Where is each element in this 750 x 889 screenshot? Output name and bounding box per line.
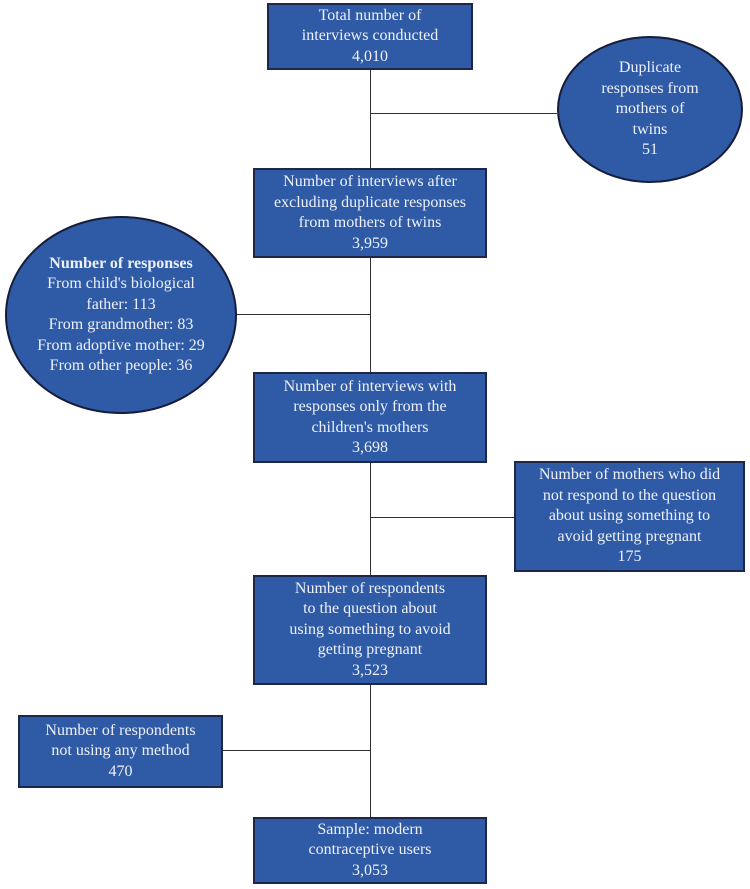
text-line: From adoptive mother: 29 bbox=[37, 336, 205, 354]
node-final-sample: Sample: modern contraceptive users 3,053 bbox=[253, 817, 487, 884]
text-line: father: 113 bbox=[86, 295, 156, 313]
text-line: to the question about bbox=[303, 600, 437, 618]
connector-afterdup-to-mothers bbox=[370, 258, 371, 372]
text-line: Number of interviews after bbox=[283, 173, 457, 190]
text-line: 175 bbox=[617, 548, 642, 566]
text-line: Sample: modern bbox=[317, 820, 423, 838]
node-mothers-only: Number of interviews with responses only… bbox=[253, 372, 487, 463]
text-line: about using something to bbox=[548, 507, 711, 525]
node-duplicate-responses: Duplicate responses from mothers of twin… bbox=[557, 36, 743, 183]
text-line: Total number of bbox=[318, 6, 422, 24]
text-line: twins bbox=[632, 120, 668, 138]
connector-mothers-to-respondents bbox=[370, 463, 371, 575]
connector-respondents-to-sample bbox=[370, 685, 371, 817]
text-line: 3,523 bbox=[352, 661, 388, 679]
text-line: From child's biological bbox=[47, 275, 195, 292]
node-after-duplicates: Number of interviews after excluding dup… bbox=[253, 168, 487, 258]
connector-branch-duplicates bbox=[370, 113, 557, 114]
text-line: responses only from the bbox=[293, 398, 447, 415]
text-line: From other people: 36 bbox=[49, 357, 193, 374]
node-question-respondents: Number of respondents to the question ab… bbox=[253, 575, 487, 685]
text-line: contraceptive users bbox=[308, 841, 432, 859]
connector-branch-other-responses bbox=[236, 314, 370, 315]
text-line: from mothers of twins bbox=[298, 214, 442, 231]
text-line: interviews conducted bbox=[301, 27, 439, 45]
text-line: Number of respondents bbox=[45, 721, 196, 739]
text-line-title: Number of responses bbox=[49, 254, 193, 272]
node-other-responses: Number of responses From child's biologi… bbox=[5, 216, 237, 414]
text-line: Number of interviews with bbox=[283, 377, 457, 395]
text-line: excluding duplicate responses bbox=[274, 193, 466, 211]
text-line: getting pregnant bbox=[317, 641, 423, 659]
text-line: 3,959 bbox=[352, 234, 388, 252]
text-line: Number of mothers who did bbox=[538, 466, 721, 484]
text-line: 51 bbox=[642, 141, 658, 159]
node-no-method: Number of respondents not using any meth… bbox=[18, 715, 223, 788]
connector-branch-no-method bbox=[223, 750, 370, 751]
text-line: Duplicate bbox=[618, 59, 682, 77]
connector-branch-non-respondents bbox=[370, 517, 514, 518]
text-line: using something to avoid bbox=[289, 620, 451, 638]
text-line: 3,053 bbox=[352, 861, 388, 879]
connector-total-to-afterdup bbox=[370, 70, 371, 168]
text-line: responses from bbox=[601, 79, 699, 97]
text-line: children's mothers bbox=[311, 418, 429, 436]
text-line: 3,698 bbox=[352, 439, 388, 456]
text-line: Number of respondents bbox=[294, 579, 446, 597]
text-line: mothers of bbox=[615, 100, 685, 118]
text-line: avoid getting pregnant bbox=[557, 527, 702, 545]
text-line: 470 bbox=[108, 762, 133, 780]
text-line: 4,010 bbox=[352, 47, 388, 65]
text-line: From grandmother: 83 bbox=[48, 316, 194, 333]
text-line: not using any method bbox=[51, 742, 190, 760]
node-total-interviews: Total number of interviews conducted 4,0… bbox=[267, 3, 473, 70]
text-line: not respond to the question bbox=[542, 486, 717, 504]
node-non-respondents: Number of mothers who did not respond to… bbox=[514, 461, 745, 572]
